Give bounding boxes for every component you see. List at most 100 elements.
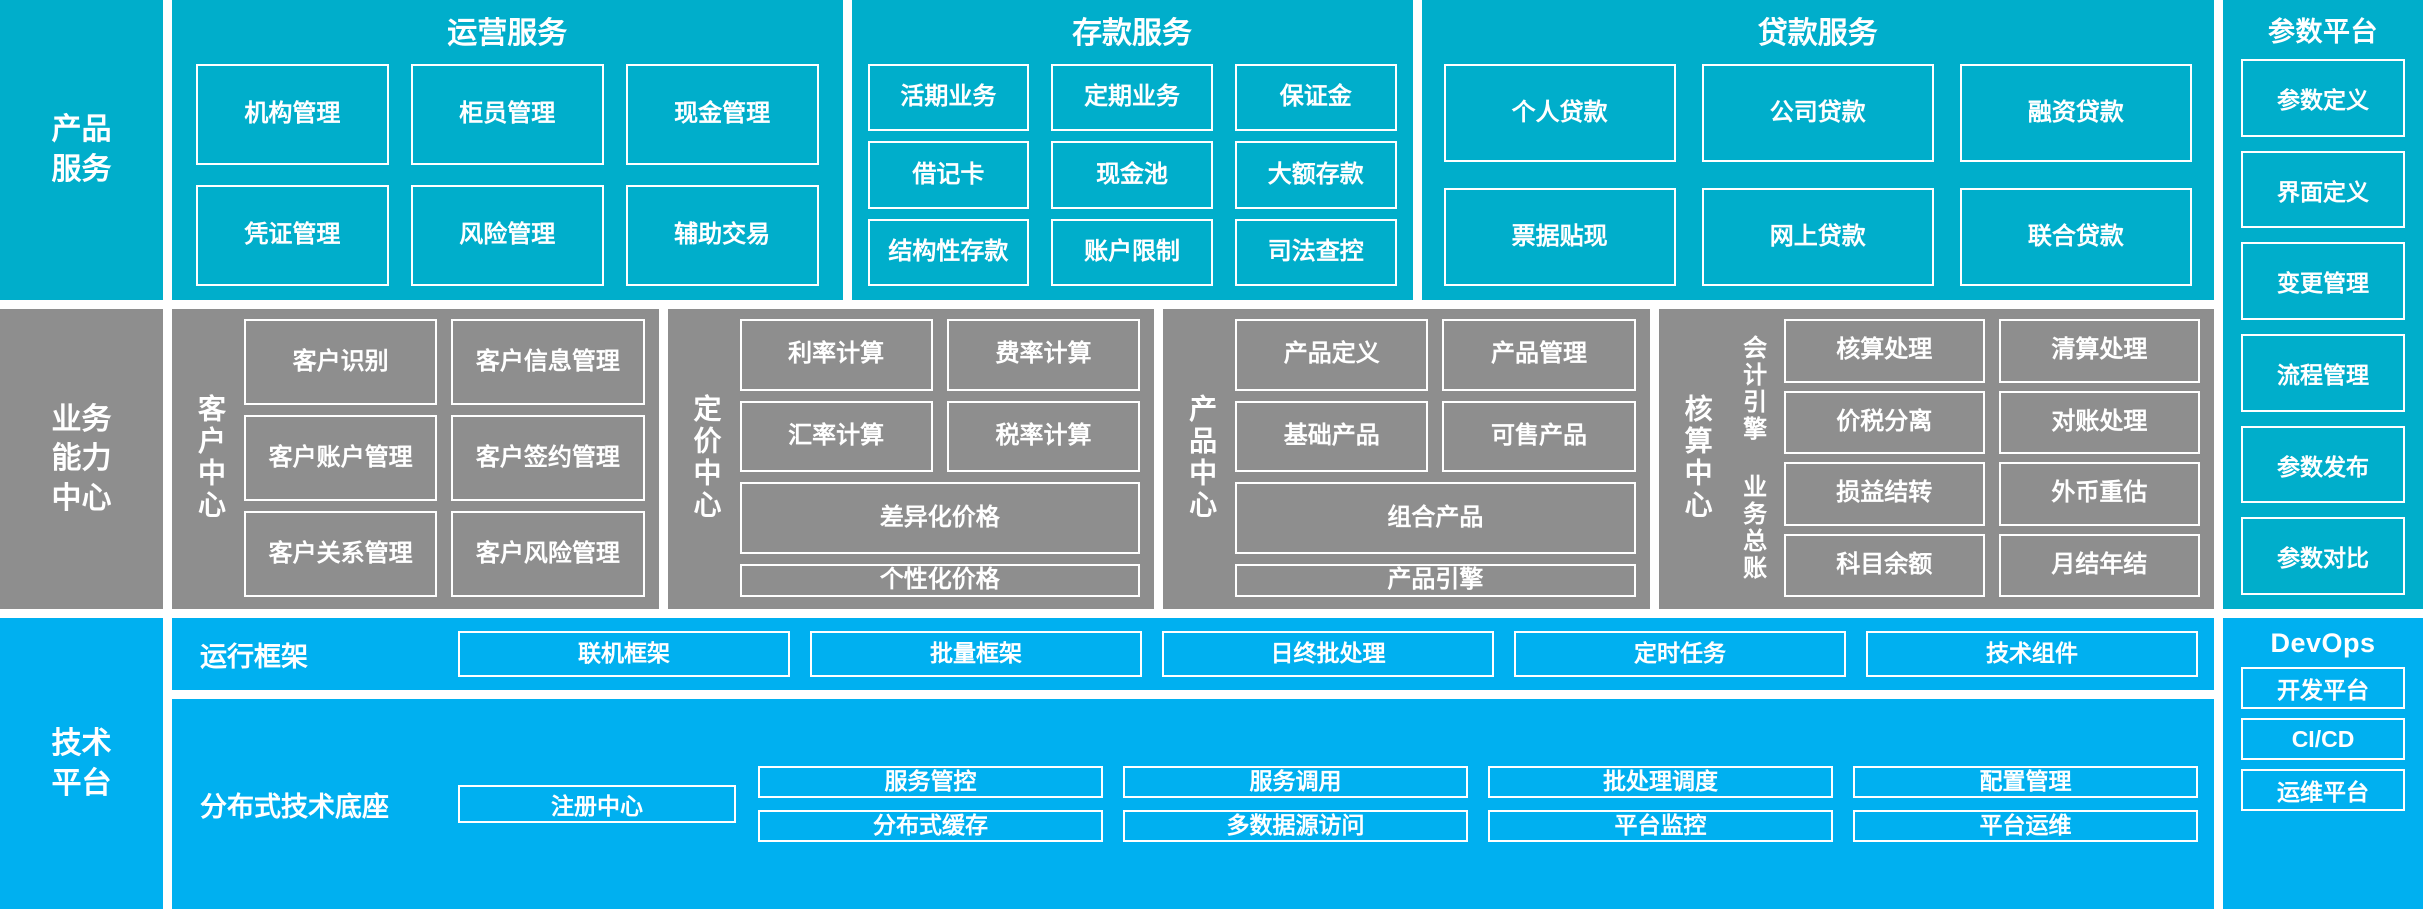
chip-product-2[interactable]: 基础产品 bbox=[1235, 400, 1429, 473]
chip-devops-1[interactable]: CI/CD bbox=[2241, 718, 2405, 760]
center-accounting-label: 核算中心 bbox=[1681, 394, 1713, 522]
center-pricing-label: 定价中心 bbox=[690, 394, 722, 522]
chip-accounting-0[interactable]: 核算处理 bbox=[1783, 319, 1985, 383]
group-operation-service: 运营服务 机构管理 柜员管理 现金管理 凭证管理 风险管理 辅助交易 bbox=[172, 0, 843, 300]
side-column-parameter-platform: 参数平台 参数定义 界面定义 变更管理 流程管理 参数发布 参数对比 bbox=[2223, 0, 2423, 609]
chip-operation-5[interactable]: 辅助交易 bbox=[625, 185, 819, 286]
side-column-devops-wrap: DevOps 开发平台 CI/CD 运维平台 bbox=[2223, 618, 2423, 909]
center-accounting: 核算中心 会计引擎 业务总账 核算处理 清算处理 价税分离 对账处理 损益结转 … bbox=[1658, 309, 2214, 609]
chip-accounting-3[interactable]: 对账处理 bbox=[1998, 390, 2200, 454]
chip-runtime-4[interactable]: 技术组件 bbox=[1866, 631, 2198, 677]
chip-runtime-3[interactable]: 定时任务 bbox=[1514, 631, 1846, 677]
chip-deposit-3[interactable]: 借记卡 bbox=[867, 141, 1030, 209]
rail-technical-platform: 技术平台 bbox=[0, 618, 163, 909]
distributed-base-band: 分布式技术底座 注册中心 服务管控 服务调用 批处理调度 配置管理 分布式缓存 … bbox=[172, 699, 2214, 909]
chip-deposit-4[interactable]: 现金池 bbox=[1051, 141, 1213, 209]
chip-customer-0[interactable]: 客户识别 bbox=[244, 319, 438, 405]
chip-loan-4[interactable]: 网上贷款 bbox=[1701, 188, 1934, 286]
chip-base-4[interactable]: 分布式缓存 bbox=[758, 810, 1103, 842]
chip-customer-4[interactable]: 客户关系管理 bbox=[244, 511, 438, 597]
center-accounting-sublabels: 会计引擎 业务总账 bbox=[1731, 319, 1774, 597]
chip-accounting-7[interactable]: 月结年结 bbox=[1998, 533, 2200, 597]
chip-accounting-2[interactable]: 价税分离 bbox=[1783, 390, 1985, 454]
chip-deposit-7[interactable]: 账户限制 bbox=[1051, 218, 1213, 286]
chip-customer-3[interactable]: 客户签约管理 bbox=[451, 415, 645, 501]
chip-parameter-0[interactable]: 参数定义 bbox=[2241, 59, 2405, 137]
chip-base-5[interactable]: 多数据源访问 bbox=[1123, 810, 1468, 842]
rail-technical-platform-label: 技术平台 bbox=[51, 726, 112, 800]
center-customer-label: 客户中心 bbox=[195, 394, 226, 522]
group-deposit-service: 存款服务 活期业务 定期业务 保证金 借记卡 现金池 大额存款 结构性存款 账户… bbox=[851, 0, 1413, 300]
center-pricing: 定价中心 利率计算 费率计算 汇率计算 税率计算 差异化价格 个性化价格 bbox=[667, 309, 1155, 609]
chip-loan-3[interactable]: 票据贴现 bbox=[1443, 188, 1676, 286]
chip-pricing-0[interactable]: 利率计算 bbox=[739, 319, 933, 391]
parameter-platform-title: 参数平台 bbox=[2268, 17, 2378, 47]
chip-parameter-2[interactable]: 变更管理 bbox=[2241, 242, 2405, 321]
chip-parameter-4[interactable]: 参数发布 bbox=[2241, 425, 2405, 504]
technical-platform-stack: 运行框架 联机框架 批量框架 日终批处理 定时任务 技术组件 分布式技术底座 注… bbox=[172, 618, 2214, 909]
chip-operation-2[interactable]: 现金管理 bbox=[625, 64, 819, 165]
band-business-capability: 业务能力中心 客户中心 客户识别 客户信息管理 客户账户管理 客户签约管理 客户… bbox=[0, 309, 2423, 609]
chip-loan-0[interactable]: 个人贷款 bbox=[1443, 64, 1676, 162]
center-customer: 客户中心 客户识别 客户信息管理 客户账户管理 客户签约管理 客户关系管理 客户… bbox=[172, 309, 659, 609]
chip-product-0[interactable]: 产品定义 bbox=[1235, 319, 1429, 391]
chip-base-1[interactable]: 服务调用 bbox=[1123, 766, 1468, 798]
distributed-base-label: 分布式技术底座 bbox=[200, 791, 389, 822]
chip-deposit-5[interactable]: 大额存款 bbox=[1234, 141, 1397, 209]
chip-operation-1[interactable]: 柜员管理 bbox=[410, 64, 604, 165]
chip-registry-center[interactable]: 注册中心 bbox=[458, 785, 736, 823]
center-pricing-grid: 利率计算 费率计算 汇率计算 税率计算 差异化价格 个性化价格 bbox=[739, 319, 1141, 597]
chip-operation-3[interactable]: 凭证管理 bbox=[196, 185, 389, 286]
chip-base-3[interactable]: 配置管理 bbox=[1853, 766, 2198, 798]
chip-operation-4[interactable]: 风险管理 bbox=[410, 185, 604, 286]
chip-devops-2[interactable]: 运维平台 bbox=[2241, 769, 2405, 811]
chip-product-1[interactable]: 产品管理 bbox=[1442, 319, 1636, 391]
chip-accounting-6[interactable]: 科目余额 bbox=[1783, 533, 1985, 597]
center-product: 产品中心 产品定义 产品管理 基础产品 可售产品 组合产品 产品引擎 bbox=[1163, 309, 1650, 609]
chip-pricing-3[interactable]: 税率计算 bbox=[946, 400, 1141, 473]
chip-pricing-5[interactable]: 个性化价格 bbox=[739, 564, 1141, 597]
chip-customer-5[interactable]: 客户风险管理 bbox=[451, 511, 645, 597]
chip-base-2[interactable]: 批处理调度 bbox=[1488, 766, 1833, 798]
group-loan-service-grid: 个人贷款 公司贷款 融资贷款 票据贴现 网上贷款 联合贷款 bbox=[1438, 64, 2198, 286]
chip-deposit-2[interactable]: 保证金 bbox=[1234, 64, 1397, 132]
chip-loan-2[interactable]: 融资贷款 bbox=[1959, 64, 2192, 162]
chip-loan-5[interactable]: 联合贷款 bbox=[1959, 188, 2192, 286]
chip-product-3[interactable]: 可售产品 bbox=[1442, 400, 1636, 473]
chip-deposit-8[interactable]: 司法查控 bbox=[1234, 218, 1397, 286]
chip-customer-1[interactable]: 客户信息管理 bbox=[451, 319, 645, 405]
chip-parameter-5[interactable]: 参数对比 bbox=[2241, 517, 2405, 596]
center-product-grid: 产品定义 产品管理 基础产品 可售产品 组合产品 产品引擎 bbox=[1235, 319, 1636, 597]
chip-runtime-0[interactable]: 联机框架 bbox=[458, 631, 790, 677]
chip-base-7[interactable]: 平台运维 bbox=[1853, 810, 2198, 842]
group-operation-service-grid: 机构管理 柜员管理 现金管理 凭证管理 风险管理 辅助交易 bbox=[188, 64, 827, 286]
group-operation-service-title: 运营服务 bbox=[447, 17, 568, 50]
chip-product-4[interactable]: 组合产品 bbox=[1235, 482, 1636, 555]
runtime-framework-label: 运行框架 bbox=[200, 641, 308, 672]
chip-base-6[interactable]: 平台监控 bbox=[1488, 810, 1833, 842]
chip-runtime-1[interactable]: 批量框架 bbox=[810, 631, 1142, 677]
chip-operation-0[interactable]: 机构管理 bbox=[196, 64, 389, 165]
rail-product-service-label: 产品服务 bbox=[51, 113, 112, 186]
chip-parameter-3[interactable]: 流程管理 bbox=[2241, 334, 2405, 412]
chip-deposit-1[interactable]: 定期业务 bbox=[1051, 64, 1213, 132]
chip-product-5[interactable]: 产品引擎 bbox=[1235, 564, 1636, 597]
devops-title: DevOps bbox=[2270, 628, 2376, 658]
chip-devops-0[interactable]: 开发平台 bbox=[2241, 667, 2405, 709]
chip-parameter-1[interactable]: 界面定义 bbox=[2241, 150, 2405, 229]
chip-loan-1[interactable]: 公司贷款 bbox=[1701, 64, 1934, 162]
chip-deposit-6[interactable]: 结构性存款 bbox=[867, 218, 1030, 286]
chip-runtime-2[interactable]: 日终批处理 bbox=[1162, 631, 1494, 677]
chip-pricing-2[interactable]: 汇率计算 bbox=[739, 400, 933, 473]
chip-base-0[interactable]: 服务管控 bbox=[758, 766, 1103, 798]
chip-customer-2[interactable]: 客户账户管理 bbox=[244, 415, 438, 501]
chip-accounting-1[interactable]: 清算处理 bbox=[1998, 319, 2200, 383]
chip-pricing-4[interactable]: 差异化价格 bbox=[739, 482, 1141, 555]
distributed-base-grid: 服务管控 服务调用 批处理调度 配置管理 分布式缓存 多数据源访问 平台监控 平… bbox=[758, 766, 2198, 842]
chip-accounting-5[interactable]: 外币重估 bbox=[1998, 462, 2200, 526]
chip-deposit-0[interactable]: 活期业务 bbox=[867, 64, 1030, 132]
runtime-framework-band: 运行框架 联机框架 批量框架 日终批处理 定时任务 技术组件 bbox=[172, 618, 2214, 690]
group-loan-service-title: 贷款服务 bbox=[1757, 17, 1878, 50]
chip-accounting-4[interactable]: 损益结转 bbox=[1783, 462, 1985, 526]
chip-pricing-1[interactable]: 费率计算 bbox=[946, 319, 1141, 391]
